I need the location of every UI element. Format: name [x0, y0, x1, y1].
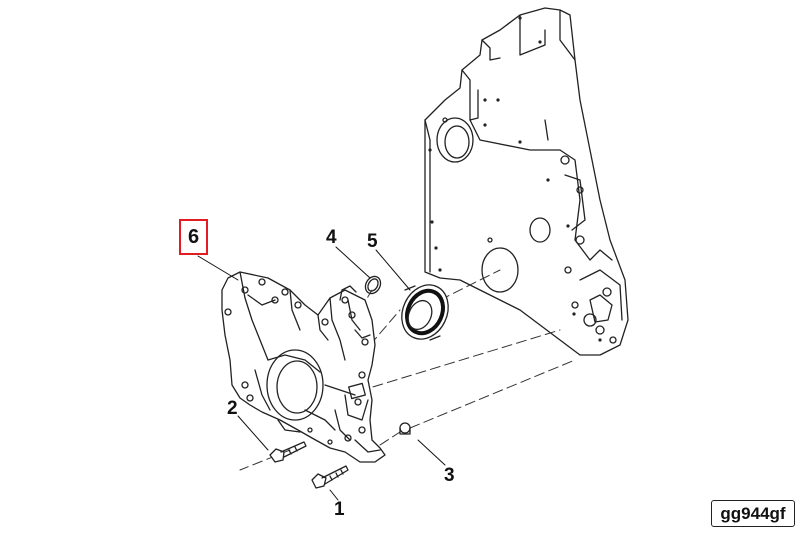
callout-4[interactable]: 4: [326, 227, 337, 248]
callout-6[interactable]: 6: [179, 219, 208, 255]
o-ring: [364, 275, 382, 295]
oil-seal: [401, 284, 449, 341]
bolt-2: [269, 441, 307, 463]
callout-5[interactable]: 5: [367, 231, 378, 252]
dowel-pin: [399, 422, 411, 435]
front-cover-housing: [221, 271, 386, 463]
callout-2[interactable]: 2: [227, 398, 238, 419]
callout-1[interactable]: 1: [334, 499, 345, 520]
callout-3[interactable]: 3: [444, 465, 455, 486]
callout-6-label: 6: [187, 225, 200, 248]
figure-reference-code: gg944gf: [711, 500, 795, 527]
leader-lines: [197, 246, 446, 501]
bolt-1: [311, 465, 349, 489]
block-holes: [428, 16, 602, 342]
engine-block: [424, 7, 629, 356]
